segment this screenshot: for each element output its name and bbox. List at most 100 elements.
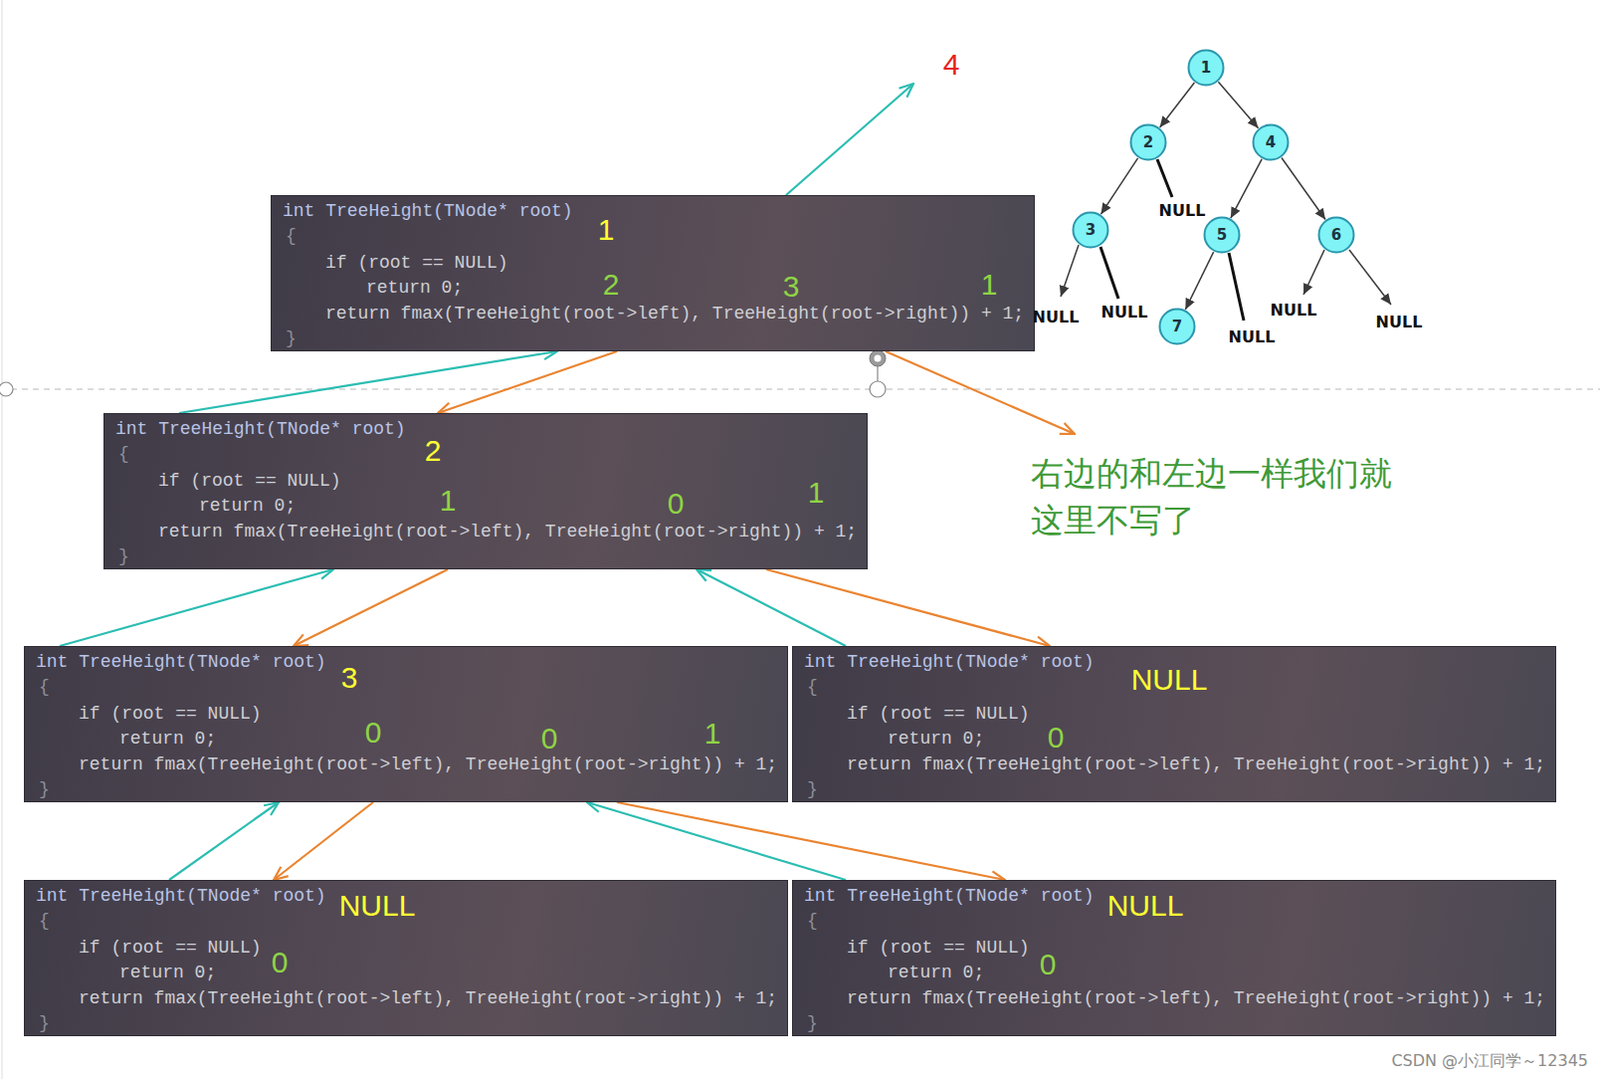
null-leader — [1228, 252, 1244, 321]
trace-value: 0 — [541, 723, 559, 754]
return-arrow — [587, 801, 846, 880]
null-leader — [1349, 249, 1392, 305]
code-line: int TreeHeight(TNode* root) — [803, 649, 1095, 674]
tree-node: 5 — [1202, 215, 1241, 254]
code-line: return 0; — [119, 726, 216, 751]
trace-value: 2 — [602, 269, 620, 300]
code-panel: int TreeHeight(TNode* root){ if (root == … — [270, 195, 1035, 352]
result-number: 4 — [943, 49, 961, 80]
code-line: } — [806, 1010, 818, 1035]
null-label: NULL — [1376, 314, 1423, 331]
code-line: if (root == NULL) — [78, 935, 262, 960]
call-arrow — [437, 351, 617, 413]
call-arrow — [766, 569, 1050, 646]
null-label: NULL — [1101, 304, 1149, 321]
code-line: } — [118, 544, 130, 569]
tree-node: 7 — [1158, 307, 1197, 346]
trace-value: 1 — [704, 718, 722, 749]
code-line: { — [806, 908, 818, 933]
code-panel: int TreeHeight(TNode* root){ if (root == … — [792, 645, 1557, 802]
code-line: } — [38, 777, 50, 801]
trace-value: 1 — [439, 485, 457, 516]
code-line: return fmax(TreeHeight(root->left), Tree… — [78, 986, 778, 1010]
trace-value: 1 — [807, 477, 825, 508]
code-line: return 0; — [199, 493, 296, 518]
null-leader — [1157, 159, 1173, 198]
handle-stem — [876, 366, 878, 382]
null-label: NULL — [1270, 302, 1318, 319]
trace-value: 2 — [424, 435, 442, 466]
code-line: { — [118, 441, 130, 466]
code-line: if (root == NULL) — [78, 701, 262, 726]
null-label: NULL — [1159, 202, 1206, 219]
call-arrow — [616, 801, 1005, 880]
code-line: } — [38, 1010, 50, 1035]
code-line: { — [38, 908, 50, 933]
node-value: 1 — [1187, 48, 1225, 87]
code-line: int TreeHeight(TNode* root) — [803, 883, 1095, 908]
return-arrow — [179, 351, 558, 413]
code-panel: int TreeHeight(TNode* root){if (root == … — [23, 645, 789, 802]
code-panel: int TreeHeight(TNode* root){if (root == … — [23, 879, 789, 1036]
code-line: if (root == NULL) — [846, 935, 1030, 960]
selection-handle — [869, 381, 886, 398]
code-line: return fmax(TreeHeight(root->left), Tree… — [325, 301, 1024, 326]
trace-value: 0 — [1047, 722, 1065, 753]
watermark: CSDN @小江同学～12345 — [1333, 1050, 1589, 1071]
trace-value: 0 — [271, 947, 289, 978]
code-line: return fmax(TreeHeight(root->left), Tree… — [78, 752, 778, 777]
code-line: return 0; — [119, 960, 216, 985]
code-line: { — [285, 223, 297, 248]
tree-node: 6 — [1317, 215, 1356, 254]
code-line: if (root == NULL) — [846, 701, 1030, 726]
code-line: { — [806, 674, 818, 699]
tree-edge — [1160, 82, 1196, 128]
null-leader — [1100, 246, 1119, 299]
tree-edge — [1230, 159, 1262, 218]
call-arrow — [273, 801, 374, 880]
tree-node: 4 — [1251, 123, 1290, 162]
tree-edge — [1100, 158, 1138, 214]
null-label: NULL — [1032, 309, 1080, 326]
selection-dash — [0, 388, 1600, 390]
trace-value: 1 — [981, 269, 999, 300]
note-arrow — [885, 351, 1075, 434]
code-line: return 0; — [887, 726, 985, 751]
trace-value: 1 — [598, 214, 615, 245]
node-value: 2 — [1129, 123, 1168, 162]
null-label: NULL — [1228, 329, 1276, 346]
trace-value: 3 — [783, 271, 800, 302]
rotate-handle — [869, 350, 886, 367]
tree-node: 2 — [1129, 123, 1168, 162]
code-line: return fmax(TreeHeight(root->left), Tree… — [846, 986, 1546, 1010]
node-value: 3 — [1071, 210, 1110, 249]
code-line: if (root == NULL) — [158, 468, 342, 493]
code-panel: int TreeHeight(TNode* root){if (root == … — [103, 412, 868, 570]
trace-value: 0 — [365, 717, 383, 748]
code-panel: int TreeHeight(TNode* root){ if (root == … — [792, 879, 1557, 1036]
code-line: if (root == NULL) — [325, 250, 509, 275]
tree-edge — [1185, 251, 1213, 310]
code-line: } — [806, 777, 818, 801]
result-arrow — [786, 83, 914, 196]
node-value: 4 — [1251, 123, 1290, 162]
tree-edge — [1217, 81, 1258, 128]
node-value: 5 — [1202, 215, 1241, 254]
trace-value: 0 — [1039, 949, 1057, 980]
code-line: return 0; — [366, 275, 463, 300]
selection-handle — [0, 382, 13, 397]
return-arrow — [169, 801, 279, 880]
node-value: 7 — [1158, 307, 1197, 346]
code-line: return fmax(TreeHeight(root->left), Tree… — [846, 752, 1546, 777]
null-leader — [1303, 249, 1325, 295]
page-edge — [1, 0, 3, 1079]
note-text: 右边的和左边一样我们就 这里不写了 — [1030, 449, 1409, 544]
code-line: int TreeHeight(TNode* root) — [282, 199, 574, 223]
tree-node: 1 — [1187, 48, 1225, 87]
trace-value: 3 — [341, 662, 359, 693]
trace-value: NULL — [1131, 664, 1208, 695]
code-line: } — [285, 326, 297, 351]
return-arrow — [696, 569, 846, 646]
return-arrow — [59, 569, 334, 646]
code-line: int TreeHeight(TNode* root) — [35, 649, 327, 674]
